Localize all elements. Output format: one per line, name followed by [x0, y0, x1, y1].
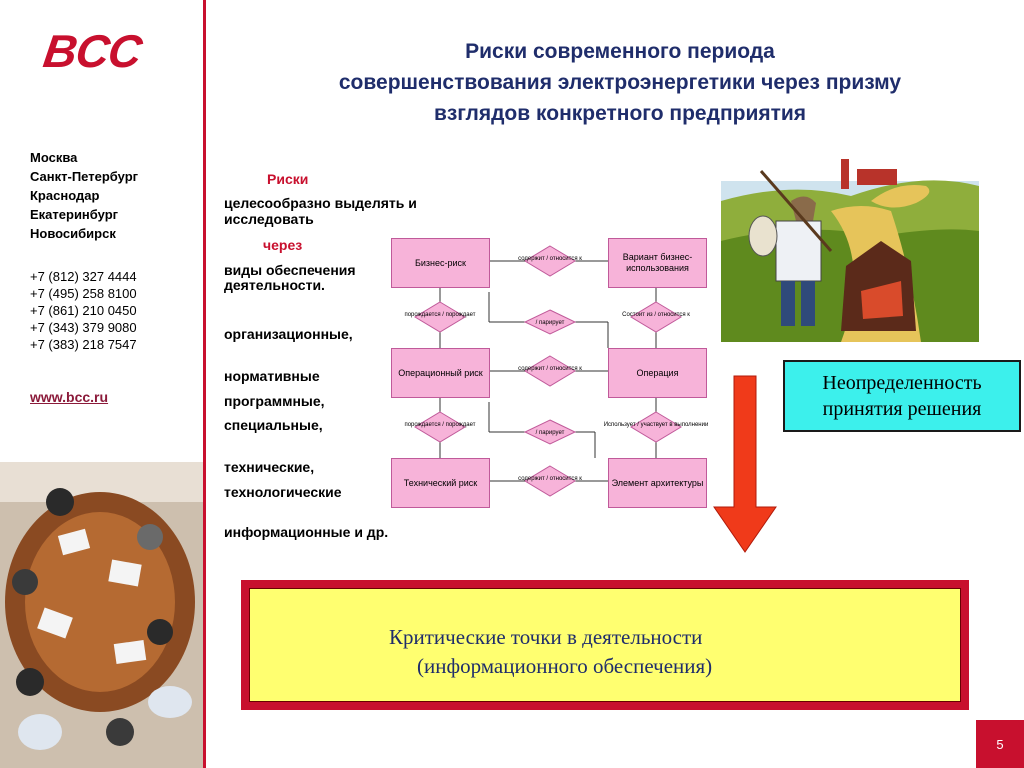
critical-points-inner: Критические точки в деятельности (информ… [249, 588, 961, 702]
node-technical-risk: Технический риск [391, 458, 490, 508]
title-line: совершенствования электроэнергетики чере… [338, 71, 902, 94]
city-item: Краснодар [30, 188, 100, 203]
title-line: взглядов конкретного предприятия [433, 102, 807, 125]
down-arrow-icon [710, 372, 780, 557]
node-business-risk: Бизнес-риск [391, 238, 490, 288]
relation-label: содержит / относится к [518, 256, 582, 262]
city-list: Москва Санкт-Петербург Краснодар Екатери… [30, 148, 138, 243]
relation-label: Состоит из / относится к [622, 312, 690, 318]
support-kind: технические, [224, 459, 315, 475]
body-line: деятельности. [224, 277, 325, 293]
phone-item: +7 (861) 210 0450 [30, 303, 137, 318]
phone-item: +7 (343) 379 9080 [30, 320, 137, 335]
through-label: через [263, 237, 303, 253]
critical-points-box: Критические точки в деятельности (информ… [241, 580, 969, 710]
bcc-logo: BCC [40, 25, 145, 77]
node-business-variant: Вариант бизнес-использования [608, 238, 707, 288]
city-item: Санкт-Петербург [30, 169, 139, 184]
callout-line: Неопределенность [822, 372, 982, 394]
support-kind: технологические [224, 484, 342, 500]
phone-item: +7 (812) 327 4444 [30, 269, 137, 284]
body-line: исследовать [224, 211, 314, 227]
sidebar: BCC Москва Санкт-Петербург Краснодар Ека… [0, 0, 203, 768]
critical-line: (информационного обеспечения) [417, 654, 713, 678]
critical-line: Критические точки в деятельности [389, 625, 703, 649]
website-link[interactable]: www.bcc.ru [30, 389, 109, 405]
city-item: Москва [30, 150, 78, 165]
risk-diagram: содержит / относится к содержит / относи… [385, 230, 715, 520]
phone-list: +7 (812) 327 4444 +7 (495) 258 8100 +7 (… [30, 268, 137, 353]
callout-line: принятия решения [822, 398, 982, 420]
node-operation: Операция [608, 348, 707, 398]
risks-label: Риски [267, 171, 309, 187]
relation-label: порождается / порождает [404, 422, 475, 428]
city-item: Екатеринбург [30, 207, 119, 222]
sidebar-divider [203, 0, 206, 768]
relation-label: Использует / участвует в выполнении [604, 422, 709, 428]
body-line: виды обеспечения [224, 262, 356, 278]
meeting-photo [0, 462, 203, 768]
node-operational-risk: Операционный риск [391, 348, 490, 398]
relation-label: содержит / относится к [518, 366, 582, 372]
support-kind: информационные и др. [224, 524, 389, 540]
body-line: целесообразно выделять и [224, 195, 417, 211]
support-kind: специальные, [224, 417, 323, 433]
support-kind: организационные, [224, 326, 353, 342]
phone-item: +7 (495) 258 8100 [30, 286, 137, 301]
relation-label: / парирует [536, 430, 565, 436]
title-line: Риски современного периода [465, 40, 775, 63]
relation-label: порождается / порождает [404, 312, 475, 318]
node-architecture-element: Элемент архитектуры [608, 458, 707, 508]
uncertainty-callout: Неопределенность принятия решения [783, 360, 1021, 432]
phone-item: +7 (383) 218 7547 [30, 337, 137, 352]
support-kind: нормативные [224, 368, 320, 384]
crossroads-illustration [721, 141, 979, 342]
page-number: 5 [976, 720, 1024, 768]
relation-label: содержит / относится к [518, 476, 582, 482]
support-kind: программные, [224, 393, 325, 409]
relation-label: / парирует [536, 320, 565, 326]
city-item: Новосибирск [30, 226, 116, 241]
slide-title: Риски современного периода совершенствов… [240, 36, 1000, 129]
